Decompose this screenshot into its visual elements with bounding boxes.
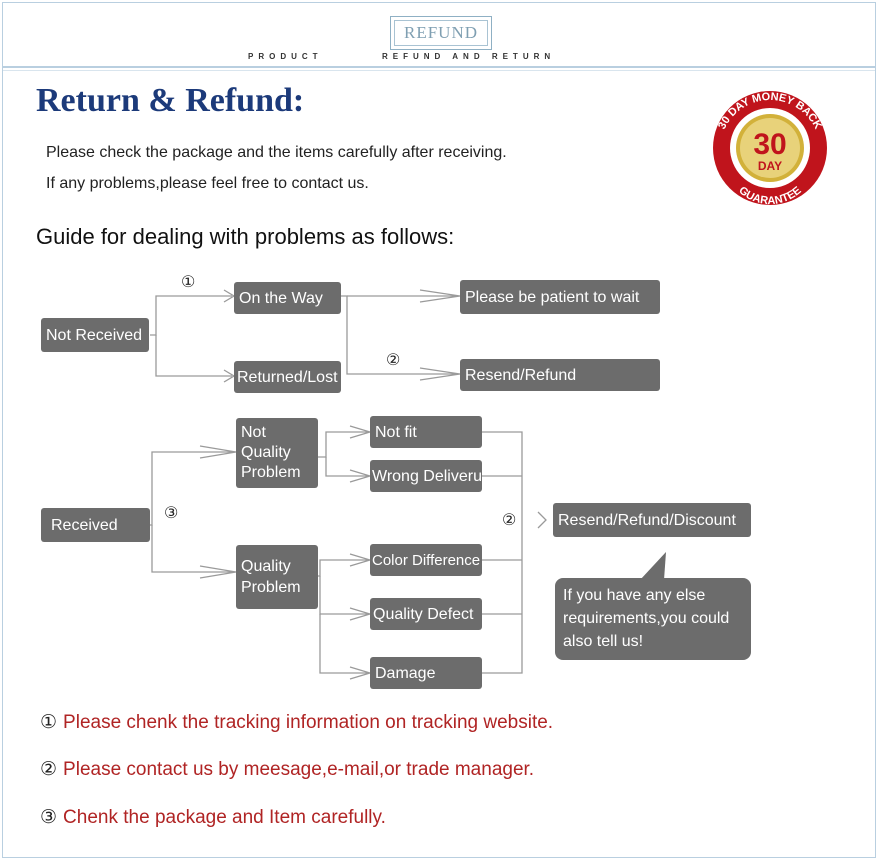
intro-line-2: If any problems,please feel free to cont… [46, 175, 369, 192]
refund-badge: REFUND [390, 16, 492, 50]
damage-box: Damage [370, 657, 482, 689]
note-1-number: ① [40, 712, 58, 733]
seal-number: 30 [753, 128, 786, 161]
note-1-text: Please chenk the tracking information on… [63, 712, 554, 733]
marker-2-bottom: ② [502, 512, 517, 529]
header-divider-thin [3, 70, 875, 71]
quality-problem-line-2: Problem [241, 579, 301, 596]
bubble-line-2: requirements,you could [563, 610, 730, 627]
bubble-line-3: also tell us! [563, 633, 644, 650]
not-quality-problem-line-3: Problem [241, 464, 301, 481]
quality-problem-line-1: Quality [241, 558, 291, 575]
header-subtitle-refund: REFUND AND RETURN [382, 52, 556, 61]
received-box: Received [41, 508, 150, 542]
quality-problem-box: Quality Problem [236, 545, 318, 609]
note-2-text: Please contact us by meesage,e-mail,or t… [63, 759, 535, 780]
bubble-line-1: If you have any else [563, 587, 706, 604]
marker-3: ③ [164, 505, 179, 522]
refund-badge-label: REFUND [394, 20, 488, 46]
bubble-tail [640, 552, 666, 580]
not-fit-box: Not fit [370, 416, 482, 448]
marker-2-top: ② [386, 352, 401, 369]
not-quality-problem-line-2: Quality [241, 444, 291, 461]
note-3-text: Chenk the package and Item carefully. [63, 807, 386, 828]
extra-requirements-bubble: If you have any else requirements,you co… [555, 578, 751, 660]
header-divider [3, 66, 875, 68]
guide-heading: Guide for dealing with problems as follo… [36, 224, 455, 249]
note-2-number: ② [40, 759, 58, 780]
color-difference-box: Color Difference [370, 544, 482, 576]
not-received-box: Not Received [41, 318, 149, 352]
money-back-guarantee-seal: 30 DAY MONEY BACK GUARANTEE 30 DAY [713, 91, 827, 206]
resend-refund-discount-box: Resend/Refund/Discount [553, 503, 751, 537]
intro-line-1: Please check the package and the items c… [46, 144, 507, 161]
returned-lost-box: Returned/Lost [234, 361, 341, 393]
header-subtitle-product: PRODUCT [248, 52, 323, 61]
quality-defect-box: Quality Defect [370, 598, 482, 630]
note-3-number: ③ [40, 807, 58, 828]
page-title: Return & Refund: [36, 82, 305, 119]
be-patient-box: Please be patient to wait [460, 280, 660, 314]
wrong-delivery-box: Wrong Deliveru [370, 460, 482, 492]
not-quality-problem-line-1: Not [241, 424, 266, 441]
seal-word: DAY [758, 159, 782, 173]
not-quality-problem-box: Not Quality Problem [236, 418, 318, 488]
resend-refund-box: Resend/Refund [460, 359, 660, 391]
on-the-way-box: On the Way [234, 282, 341, 314]
marker-1: ① [181, 274, 196, 291]
